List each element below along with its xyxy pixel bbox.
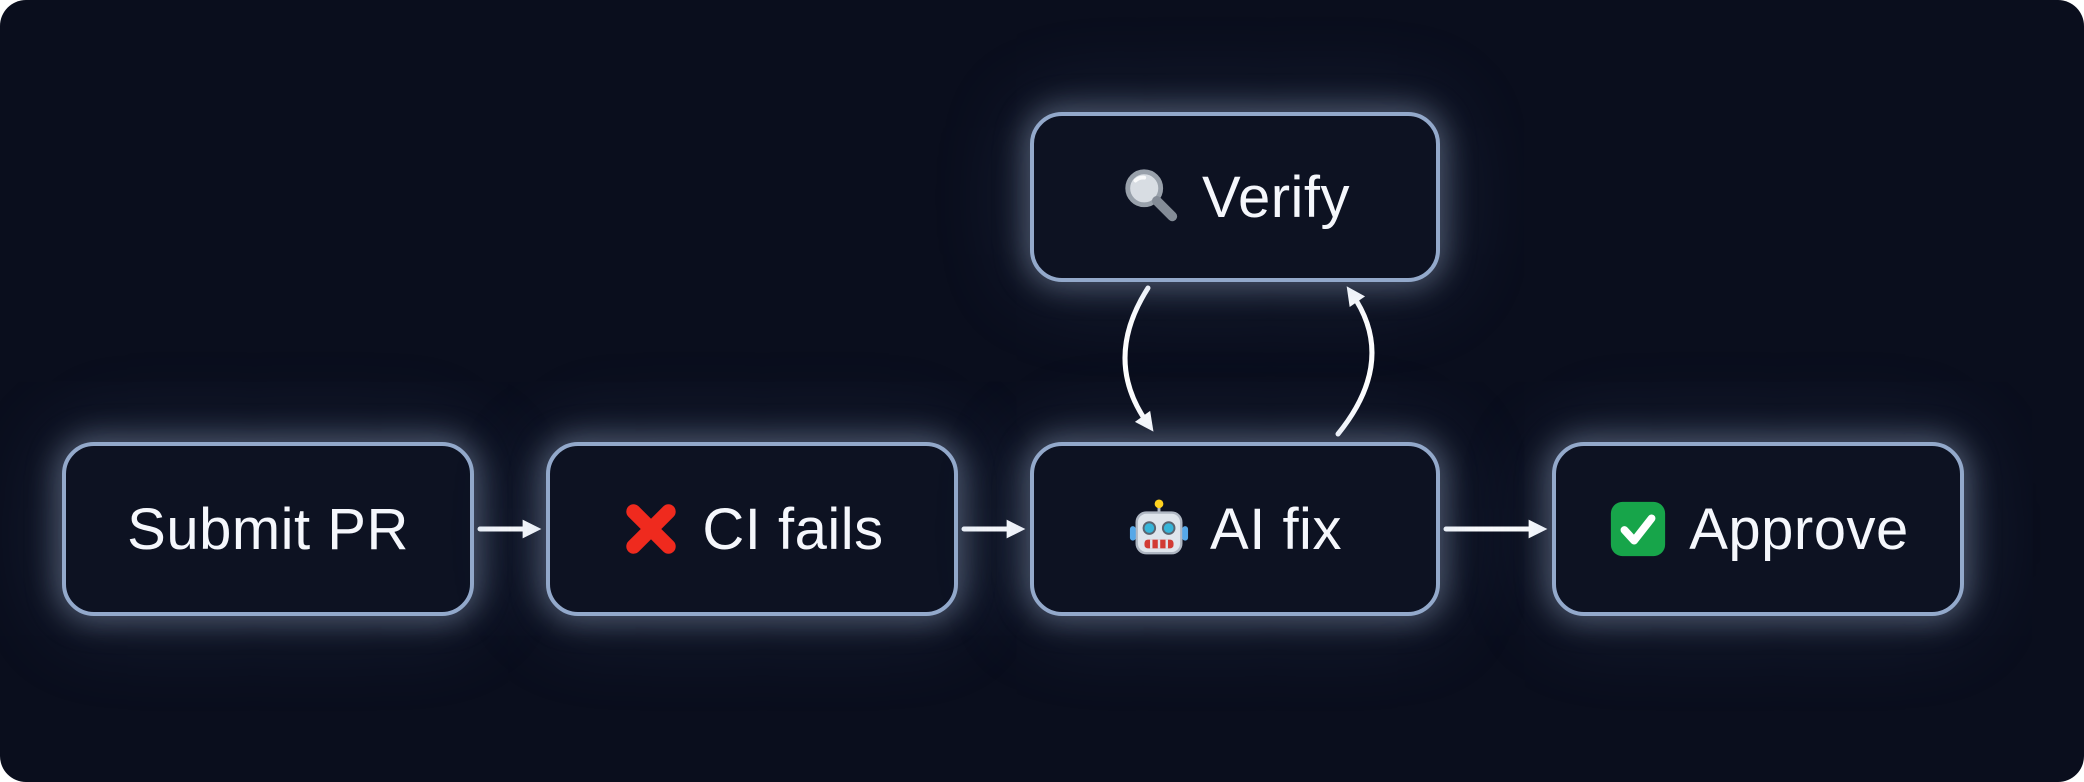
node-approve: Approve (1552, 442, 1964, 616)
node-verify-label: Verify (1201, 164, 1351, 230)
node-ai-fix-label: AI fix (1210, 496, 1342, 562)
cross-mark-icon (620, 498, 682, 560)
edge-verify-to-ai-arrow (1122, 285, 1154, 432)
node-ci-fails: CI fails (546, 442, 958, 616)
node-submit-pr-label: Submit PR (127, 496, 409, 562)
check-mark-icon (1607, 498, 1669, 560)
node-verify: Verify (1030, 112, 1440, 282)
robot-icon (1128, 498, 1190, 560)
node-approve-label: Approve (1689, 496, 1909, 562)
node-ci-fails-label: CI fails (702, 496, 884, 562)
magnifying-glass-icon (1120, 166, 1182, 228)
node-ai-fix: AI fix (1030, 442, 1440, 616)
edge-ai-to-verify-arrow (1335, 286, 1375, 437)
node-submit-pr: Submit PR (62, 442, 474, 616)
